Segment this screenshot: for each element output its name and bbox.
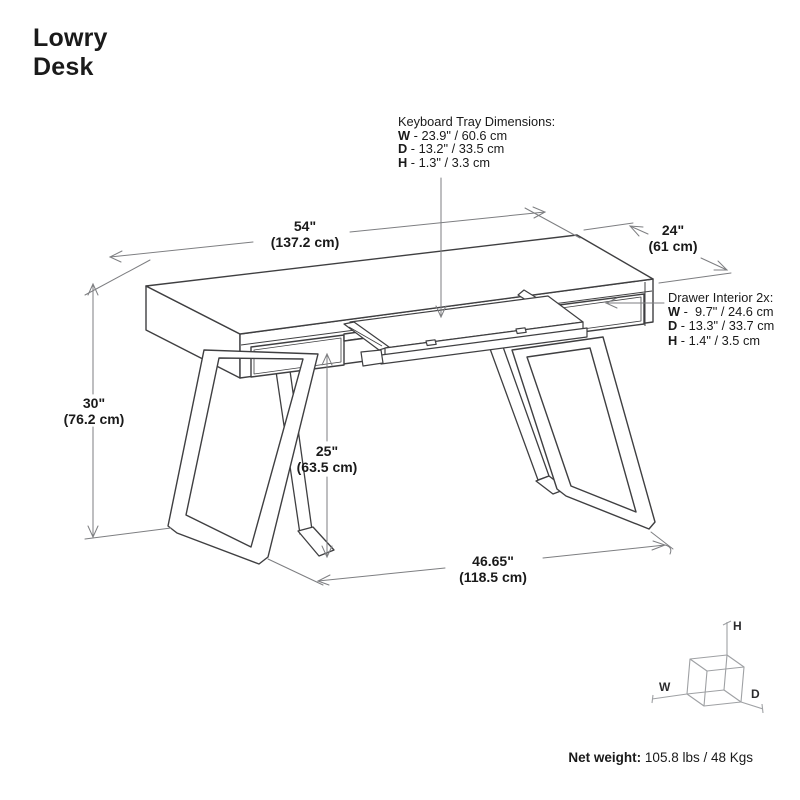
drawer-leader-arrow xyxy=(604,297,618,309)
span-ext-line-left xyxy=(267,558,324,586)
value-d: - 13.3" / 33.7 cm xyxy=(677,318,775,334)
front-left-leg-frame xyxy=(167,349,319,565)
leg-span-cm: (118.5 cm) xyxy=(459,568,527,585)
width-dimension-label: 54" (137.2 cm) xyxy=(245,218,365,250)
depth-cm: (61 cm) xyxy=(648,237,698,254)
cube-top-face xyxy=(689,654,745,672)
dimension-lines xyxy=(84,206,732,586)
value-d: - 13.2" / 33.5 cm xyxy=(407,141,505,157)
value-w: - 23.9" / 60.6 cm xyxy=(410,127,508,143)
width-dim-arrow-left xyxy=(108,250,123,263)
value-h: - 1.4" / 3.5 cm xyxy=(677,332,761,348)
depth-inches: 24" xyxy=(661,222,685,238)
depth-dim-line xyxy=(629,225,728,271)
height-ext-line-bottom xyxy=(84,527,172,540)
keyboard-tray xyxy=(343,289,588,367)
span-dim-line xyxy=(317,544,666,582)
span-dim-tail xyxy=(664,544,672,555)
keyboard-tray-annotation: Keyboard Tray Dimensions: W - 23.9" / 60… xyxy=(398,115,555,169)
net-weight-label: Net weight: xyxy=(568,750,642,765)
drawer-interior-row-h: H - 1.4" / 3.5 cm xyxy=(668,332,774,348)
tray-left-bracket xyxy=(360,349,384,367)
value-h: - 1.3" / 3.3 cm xyxy=(407,154,491,170)
width-cm: (137.2 cm) xyxy=(270,233,340,250)
keyboard-tray-row-d: D - 13.2" / 33.5 cm xyxy=(398,142,555,156)
desk-top-surface xyxy=(145,234,654,335)
width-ext-line-left xyxy=(84,259,151,296)
front-legs xyxy=(167,336,656,565)
key-d: D xyxy=(398,141,408,157)
height-inches: 30" xyxy=(82,395,106,411)
key-h: H xyxy=(668,332,678,348)
drawer-interior-annotation: Drawer Interior 2x: W - 9.7" / 24.6 cm D… xyxy=(668,290,774,348)
cube-w-axis xyxy=(651,693,688,704)
span-dim-arrow-left xyxy=(316,574,331,586)
product-title-line2: Desk xyxy=(33,53,94,81)
keyboard-tray-heading: Keyboard Tray Dimensions: xyxy=(398,114,556,129)
width-dim-arrow-right xyxy=(532,206,547,219)
keyboard-tray-row-w: W - 23.9" / 60.6 cm xyxy=(398,127,555,143)
cube-bottom-face xyxy=(686,689,742,707)
drawer-interior-row-w: W - 9.7" / 24.6 cm xyxy=(668,305,774,319)
keyboard-tray-row-h: H - 1.3" / 3.3 cm xyxy=(398,154,555,170)
product-title: Lowry Desk xyxy=(33,24,108,82)
cube-d-axis xyxy=(740,701,764,714)
drawer-interior-heading: Drawer Interior 2x: xyxy=(668,290,774,305)
span-ext-line-right xyxy=(650,531,674,550)
drawer-interior-row-d: D - 13.3" / 33.7 cm xyxy=(668,319,774,333)
clearance-dimension-label: 25" (63.5 cm) xyxy=(267,443,387,475)
depth-ext-line-bottom xyxy=(658,272,732,284)
key-d: D xyxy=(668,318,678,334)
cube-d-label: D xyxy=(751,687,760,701)
width-inches: 54" xyxy=(293,218,317,234)
clearance-cm: (63.5 cm) xyxy=(296,458,358,475)
cube-vertical-edges xyxy=(686,654,745,707)
height-dim-arrow-bottom xyxy=(87,525,99,539)
clearance-inches: 25" xyxy=(315,443,339,459)
back-left-foot xyxy=(297,526,335,557)
height-cm: (76.2 cm) xyxy=(63,410,125,427)
net-weight-value: 105.8 lbs / 48 Kgs xyxy=(641,750,753,765)
leader-lines xyxy=(435,177,665,319)
key-h: H xyxy=(398,154,408,170)
front-right-leg-frame xyxy=(511,336,656,530)
key-w: W xyxy=(668,304,681,320)
depth-ext-line-top xyxy=(583,222,634,231)
depth-dim-arrow-left xyxy=(628,225,644,237)
cube-w-label: W xyxy=(659,680,671,694)
tray-clip-right xyxy=(515,327,527,335)
leg-span-inches: 46.65" xyxy=(472,553,514,569)
clearance-dim-arrow-top xyxy=(321,352,333,366)
product-title-line1: Lowry xyxy=(33,24,108,52)
left-drawer-inner-line xyxy=(253,337,342,375)
net-weight: Net weight: 105.8 lbs / 48 Kgs xyxy=(568,750,753,765)
depth-dim-arrow-right xyxy=(713,260,729,271)
value-w: - 9.7" / 24.6 cm xyxy=(680,304,774,320)
leg-span-dimension-label: 46.65" (118.5 cm) xyxy=(433,553,553,585)
height-dimension-label: 30" (76.2 cm) xyxy=(34,395,154,427)
tray-clip-left xyxy=(425,339,437,347)
cube-h-label: H xyxy=(733,619,742,633)
key-w: W xyxy=(398,127,411,143)
tray-left-slide-line xyxy=(348,326,383,347)
width-dim-line xyxy=(109,211,546,258)
depth-dimension-label: 24" (61 cm) xyxy=(613,222,733,254)
cube-h-axis xyxy=(722,620,732,655)
clearance-dim-arrow-bottom xyxy=(321,545,333,559)
axis-cube xyxy=(651,620,764,714)
width-ext-line-right xyxy=(524,207,581,239)
height-dim-arrow-top xyxy=(87,282,99,296)
keyboard-tray-leader-arrow xyxy=(435,305,447,319)
